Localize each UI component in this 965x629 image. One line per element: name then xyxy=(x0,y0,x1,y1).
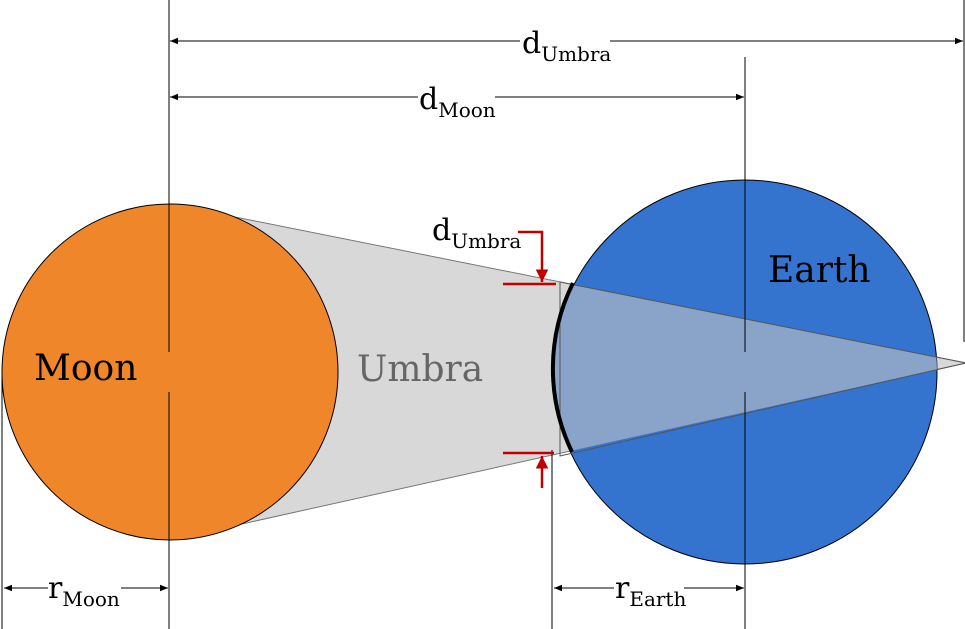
umbra-over-earth xyxy=(553,204,937,540)
d-umbra-marker-label: dUmbra xyxy=(432,213,521,253)
red-marker-top-arrow xyxy=(518,230,549,282)
d-umbra-top-label: dUmbra xyxy=(522,26,611,66)
r-earth-label: rEarth xyxy=(615,571,686,611)
umbra-contact-arc xyxy=(550,282,575,453)
umbra-cone-outline xyxy=(559,281,965,457)
earth-label: Earth xyxy=(768,250,871,291)
moon-label: Moon xyxy=(34,348,137,389)
umbra-label: Umbra xyxy=(357,349,483,390)
r-moon-label: rMoon xyxy=(48,571,120,611)
d-moon-label: dMoon xyxy=(419,82,496,122)
